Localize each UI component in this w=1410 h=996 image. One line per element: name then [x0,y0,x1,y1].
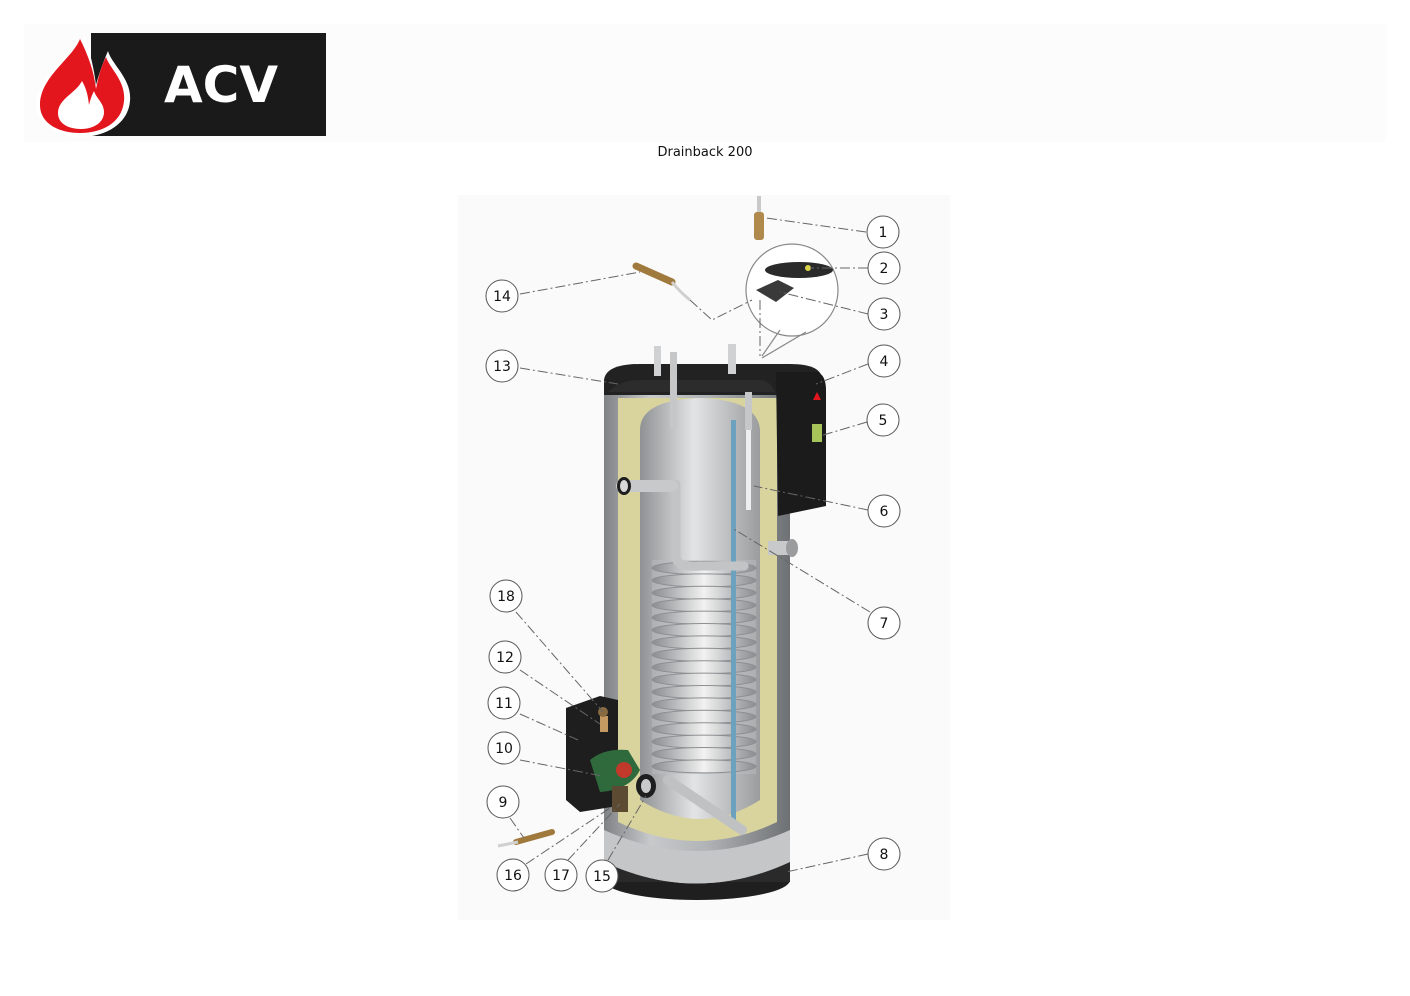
brand-wordmark: ACV [164,56,278,114]
coil-ring [651,660,757,675]
leader-lines [509,217,871,873]
callout-1: 1 [866,215,900,249]
coil-ring [651,722,757,737]
svg-text:16: 16 [504,868,522,884]
svg-text:9: 9 [499,795,508,811]
coil-ring [651,685,757,699]
svg-text:4: 4 [880,354,889,370]
svg-text:10: 10 [495,741,513,757]
callout-8: 8 [867,837,901,871]
coil-ring [651,759,757,774]
coil-ring [651,635,757,650]
svg-text:13: 13 [493,359,511,375]
pump-group [566,696,656,812]
callout-2: 2 [867,251,901,285]
callout-17: 17 [544,858,578,892]
svg-text:5: 5 [879,413,888,429]
svg-text:15: 15 [593,869,611,885]
coil-ring [651,672,757,687]
callout-6: 6 [867,494,901,528]
coil-ring [651,610,757,625]
callout-15: 15 [585,859,619,893]
callout-4: 4 [867,344,901,378]
coil-ring [651,598,757,613]
page-title: Drainback 200 [657,145,753,160]
coil-ring [651,623,757,637]
coil-ring [651,573,757,588]
logo-black-plate [91,33,326,136]
svg-text:12: 12 [496,650,514,666]
callout-11: 11 [487,686,521,720]
svg-text:8: 8 [880,847,889,863]
callout-14: 14 [485,279,519,313]
callout-13: 13 [485,349,519,383]
coil-ring [651,697,757,712]
callout-3: 3 [867,297,901,331]
exploded-parts [497,196,839,848]
svg-text:17: 17 [552,868,570,884]
callout-9: 9 [486,785,520,819]
callout-5: 5 [866,403,900,437]
control-housing [776,372,826,516]
svg-text:1: 1 [879,225,888,241]
svg-text:2: 2 [880,261,889,277]
display-screen [812,424,822,442]
callout-10: 10 [487,731,521,765]
coil-ring [651,647,757,662]
coil-ring [651,747,757,761]
svg-text:18: 18 [497,589,515,605]
coil-ring [651,709,757,724]
svg-text:3: 3 [880,307,889,323]
callout-7: 7 [867,606,901,640]
svg-text:11: 11 [495,696,513,712]
callouts: 1 2 3 4 5 6 7 8 9 10 11 12 13 14 15 16 1… [485,215,901,893]
coil-ring [651,585,757,600]
acv-logo: ACV [36,33,326,137]
callout-12: 12 [488,640,522,674]
coil-ring [651,734,757,749]
svg-text:7: 7 [880,616,889,632]
sensor-rod [731,420,736,820]
svg-text:6: 6 [880,504,889,520]
callout-18: 18 [489,579,523,613]
callout-16: 16 [496,858,530,892]
heat-exchanger-coil [651,560,757,774]
svg-text:14: 14 [493,289,511,305]
